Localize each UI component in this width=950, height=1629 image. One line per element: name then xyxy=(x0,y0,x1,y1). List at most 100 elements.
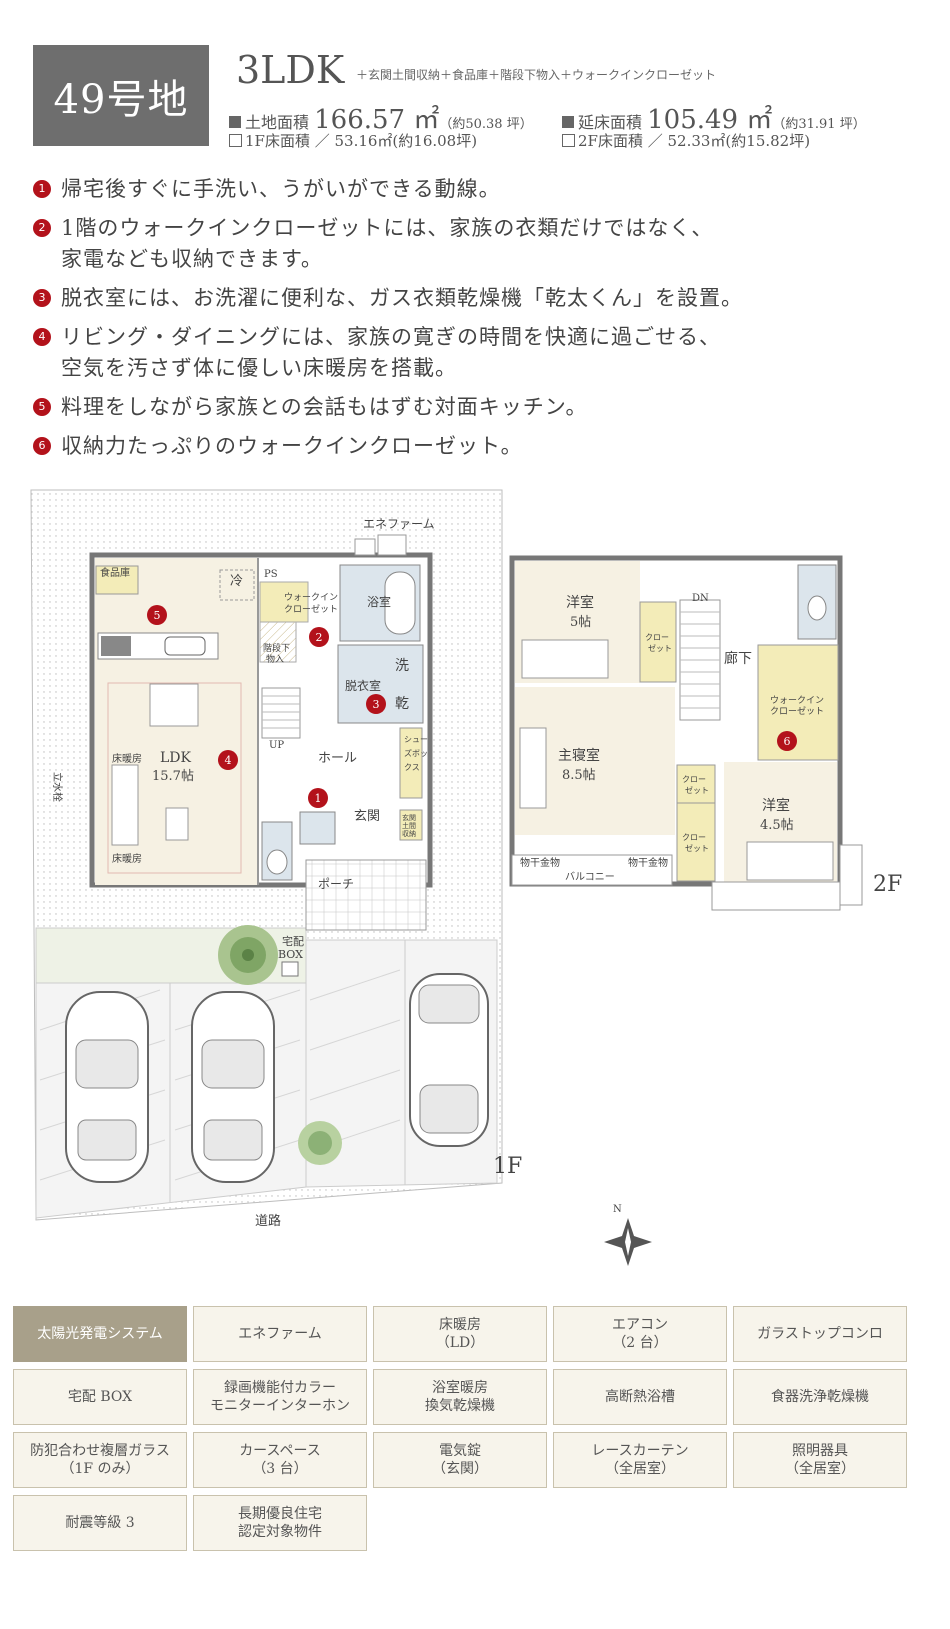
label-ldk-size: 15.7帖 xyxy=(152,769,194,784)
label-balcony: バルコニー xyxy=(565,871,615,883)
feature-solar: 太陽光発電システム xyxy=(13,1306,187,1362)
point-text: 帰宅後すぐに手洗い、うがいができる動線。 xyxy=(61,177,501,201)
label-room-b-size: 4.5帖 xyxy=(760,818,794,833)
label-laundry-2: 物干金物 xyxy=(628,856,668,869)
label-pantry: 食品庫 xyxy=(100,566,130,579)
feature-label: 録画機能付カラー xyxy=(224,1380,336,1396)
feature-label: 宅配 BOX xyxy=(67,1389,133,1405)
feature-label: （玄関） xyxy=(432,1461,488,1477)
point-text: 家電なども収納できます。 xyxy=(61,247,323,271)
feature-label: 高断熱浴槽 xyxy=(605,1389,675,1405)
marker-icon: 1 xyxy=(33,180,51,198)
feature-label: 床暖房 xyxy=(439,1317,481,1333)
car-icon xyxy=(409,973,489,1147)
label-under-stairs-a: 階段下 xyxy=(263,642,290,654)
tree-icon xyxy=(298,1121,342,1165)
feature-bath-dryer: 浴室暖房換気乾燥機 xyxy=(373,1369,547,1425)
label-dressing: 脱衣室 xyxy=(345,678,381,693)
feature-label: 太陽光発電システム xyxy=(37,1326,163,1342)
label-ldk: LDK xyxy=(160,750,192,766)
point-text: 脱衣室には、お洗濯に便利な、ガス衣類乾燥機「乾太くん」を設置。 xyxy=(61,286,743,310)
label-wic-2f-b: クローゼット xyxy=(770,705,824,717)
label-bath: 浴室 xyxy=(367,594,391,609)
feature-label: 長期優良住宅 xyxy=(238,1506,322,1522)
label-ene-farm: エネファーム xyxy=(363,517,435,531)
feature-insulated-tub: 高断熱浴槽 xyxy=(553,1369,727,1425)
floor-plan: エネファーム 食品庫 冷 PS ウォークイン クローゼット 階段下 物入 浴室 … xyxy=(30,489,902,1266)
label-road: 道路 xyxy=(255,1213,281,1229)
feature-label: 防犯合わせ複層ガラス xyxy=(30,1443,170,1459)
feature-dishwasher: 食器洗浄乾燥機 xyxy=(733,1369,907,1425)
point-item: 5 料理をしながら家族との会話もはずむ対面キッチン。 xyxy=(33,392,913,423)
plan-extras: ＋玄関土間収納＋食品庫＋階段下物入＋ウォークインクローゼット xyxy=(356,68,717,82)
feature-label: レースカーテン xyxy=(591,1443,689,1459)
feature-label: 耐震等級 3 xyxy=(65,1515,135,1531)
label-wic-1f-a: ウォークイン xyxy=(284,592,338,603)
label-porch: ポーチ xyxy=(318,877,354,891)
label-shoe-b: ズボッ xyxy=(404,748,428,758)
marker-icon: 6 xyxy=(33,437,51,455)
feature-label: （3 台） xyxy=(252,1461,308,1477)
feature-label: 照明器具 xyxy=(792,1443,848,1459)
label-storage-b: 土間 xyxy=(402,821,416,830)
feature-label: カースペース xyxy=(239,1443,321,1459)
marker-icon: 3 xyxy=(33,289,51,307)
feature-seismic: 耐震等級 3 xyxy=(13,1495,187,1551)
plan-markers-2f: 6 xyxy=(777,731,797,751)
label-up: UP xyxy=(269,740,284,751)
label-room-a: 洋室 xyxy=(566,594,594,611)
land-area-value: 166.57 ㎡ xyxy=(314,105,440,135)
label-floor-heat-2: 床暖房 xyxy=(112,852,142,865)
land-area: 土地面積 166.57 ㎡（約50.38 坪） xyxy=(229,99,533,136)
f2-area-text: 2F床面積 ／ 52.33㎡(約15.82坪) xyxy=(578,132,811,150)
label-wic-1f-b: クローゼット xyxy=(284,603,338,615)
feature-delivery-box: 宅配 BOX xyxy=(13,1369,187,1425)
lot-number: 49号地 xyxy=(53,76,189,123)
label-delivery-a: 宅配 xyxy=(282,934,304,948)
marker-6: 6 xyxy=(784,735,791,748)
label-shoe-c: クス xyxy=(404,763,420,772)
house-1f xyxy=(89,534,433,931)
filled-square-icon xyxy=(562,116,574,128)
feature-intercom: 録画機能付カラーモニターインターホン xyxy=(193,1369,367,1425)
marker-icon: 2 xyxy=(33,219,51,237)
marker-5: 5 xyxy=(154,609,161,622)
feature-label: エネファーム xyxy=(238,1326,322,1342)
marker-3: 3 xyxy=(373,698,380,711)
point-item: 3 脱衣室には、お洗濯に便利な、ガス衣類乾燥機「乾太くん」を設置。 xyxy=(33,283,913,314)
label-ps: PS xyxy=(264,569,278,580)
feature-label: （全居室） xyxy=(785,1461,855,1477)
marker-icon: 4 xyxy=(33,328,51,346)
marker-1: 1 xyxy=(315,792,322,805)
feature-label: （2 台） xyxy=(612,1335,668,1351)
feature-label: モニターインターホン xyxy=(210,1398,350,1414)
feature-label: 浴室暖房 xyxy=(432,1380,488,1396)
feature-label: 食器洗浄乾燥機 xyxy=(771,1389,869,1405)
label-delivery-b: BOX xyxy=(278,948,303,961)
feature-label: エアコン xyxy=(612,1317,668,1333)
marker-icon: 5 xyxy=(33,398,51,416)
feature-label: 認定対象物件 xyxy=(238,1524,322,1540)
feature-lace-curtain: レースカーテン （全居室） xyxy=(553,1432,727,1488)
label-closet-a1: クロー xyxy=(645,633,669,642)
label-water-tap: 立水栓 xyxy=(51,772,64,802)
land-area-tsubo: （約50.38 坪） xyxy=(439,117,533,132)
feature-label: （1F のみ） xyxy=(60,1461,140,1477)
car-icon xyxy=(65,991,149,1183)
land-area-label: 土地面積 xyxy=(245,113,310,132)
tree-icon xyxy=(218,925,278,985)
point-text: 料理をしながら家族との会話もはずむ対面キッチン。 xyxy=(61,395,588,419)
label-shoe-a: シュー xyxy=(404,735,428,744)
feature-glass-stove: ガラストップコンロ xyxy=(733,1306,907,1362)
compass-label: N xyxy=(613,1204,622,1215)
marker-2: 2 xyxy=(316,631,323,644)
label-storage-a: 玄関 xyxy=(402,813,416,822)
label-closet-c2: ゼット xyxy=(685,843,709,853)
floor-area-label: 延床面積 xyxy=(578,113,643,132)
plan-type: 3LDK xyxy=(236,48,345,92)
feature-security-glass: 防犯合わせ複層ガラス （1F のみ） xyxy=(13,1432,187,1488)
feature-label: （全居室） xyxy=(605,1461,675,1477)
